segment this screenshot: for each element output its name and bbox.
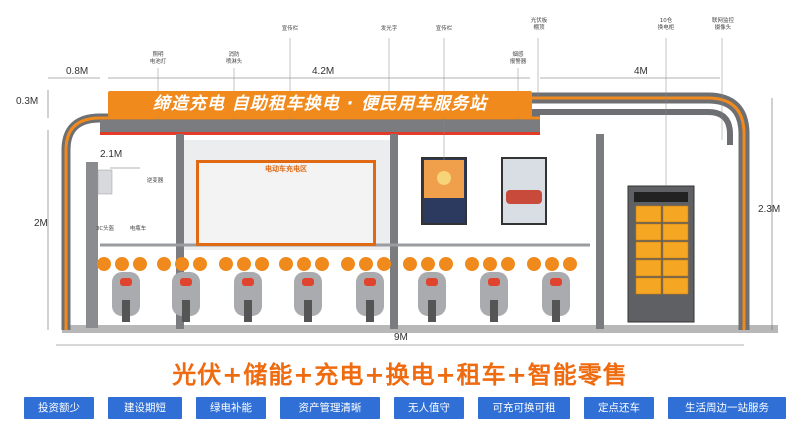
scooter-icon (341, 257, 391, 322)
feature-item: 定点还车 (584, 397, 654, 419)
callout-fire-sprinkler: 消防 喷淋头 (225, 52, 243, 65)
callout-ebike: 电瓶车 (129, 226, 147, 232)
callout-swap-cabinet: 10仓 换电柜 (657, 18, 675, 31)
scooter-icon (527, 257, 577, 322)
scooter-icon (219, 257, 269, 322)
callout-3c-ports: 3C头盔 (95, 226, 115, 232)
dim-width: 9M (394, 332, 408, 343)
callout-pv-roof: 光伏板 棚顶 (530, 18, 548, 31)
callout-camera: 联网监控 摄像头 (711, 18, 734, 31)
dim-top-right: 4M (634, 66, 648, 77)
dim-left-height: 2M (34, 218, 48, 229)
scooter-icon (97, 257, 147, 322)
charging-info-board: 电动车充电区 (196, 160, 376, 246)
scooter-icon (465, 257, 515, 322)
callout-lighting: 照明 电池灯 (149, 52, 167, 65)
dim-canopy-left: 2.1M (100, 149, 123, 160)
callout-promo-bar-2: 宣传栏 (435, 26, 453, 32)
feature-item: 投资额少 (24, 397, 94, 419)
scooter-icon (279, 257, 329, 322)
feature-item: 可充可换可租 (478, 397, 570, 419)
scooter-icon (403, 257, 453, 322)
callout-smoke-alarm: 烟感 报警器 (509, 52, 527, 65)
dim-roof-height: 0.3M (16, 96, 39, 107)
feature-item: 建设期短 (108, 397, 182, 419)
callout-inverter: 逆变器 (146, 178, 164, 184)
slogan: 光伏+储能+充电+换电+租车+智能零售 (172, 361, 628, 389)
station-banner: 缔造充电 自助租车换电 · 便民用车服务站 (108, 91, 532, 117)
feature-list: 投资额少 建设期短 绿电补能 资产管理清晰 无人值守 可充可换可租 定点还车 生… (24, 397, 786, 419)
feature-item: 生活周边一站服务 (668, 397, 786, 419)
feature-item: 资产管理清晰 (280, 397, 380, 419)
callout-promo-bar-1: 宣传栏 (281, 26, 299, 32)
dim-right-height: 2.3M (758, 204, 781, 215)
dim-top-mid: 4.2M (312, 66, 335, 77)
dim-top-left: 0.8M (66, 66, 89, 77)
scooter-icon (157, 257, 207, 322)
board-title: 电动车充电区 (265, 165, 307, 173)
feature-item: 绿电补能 (196, 397, 266, 419)
feature-item: 无人值守 (394, 397, 464, 419)
callout-light-text: 发光字 (380, 26, 398, 32)
